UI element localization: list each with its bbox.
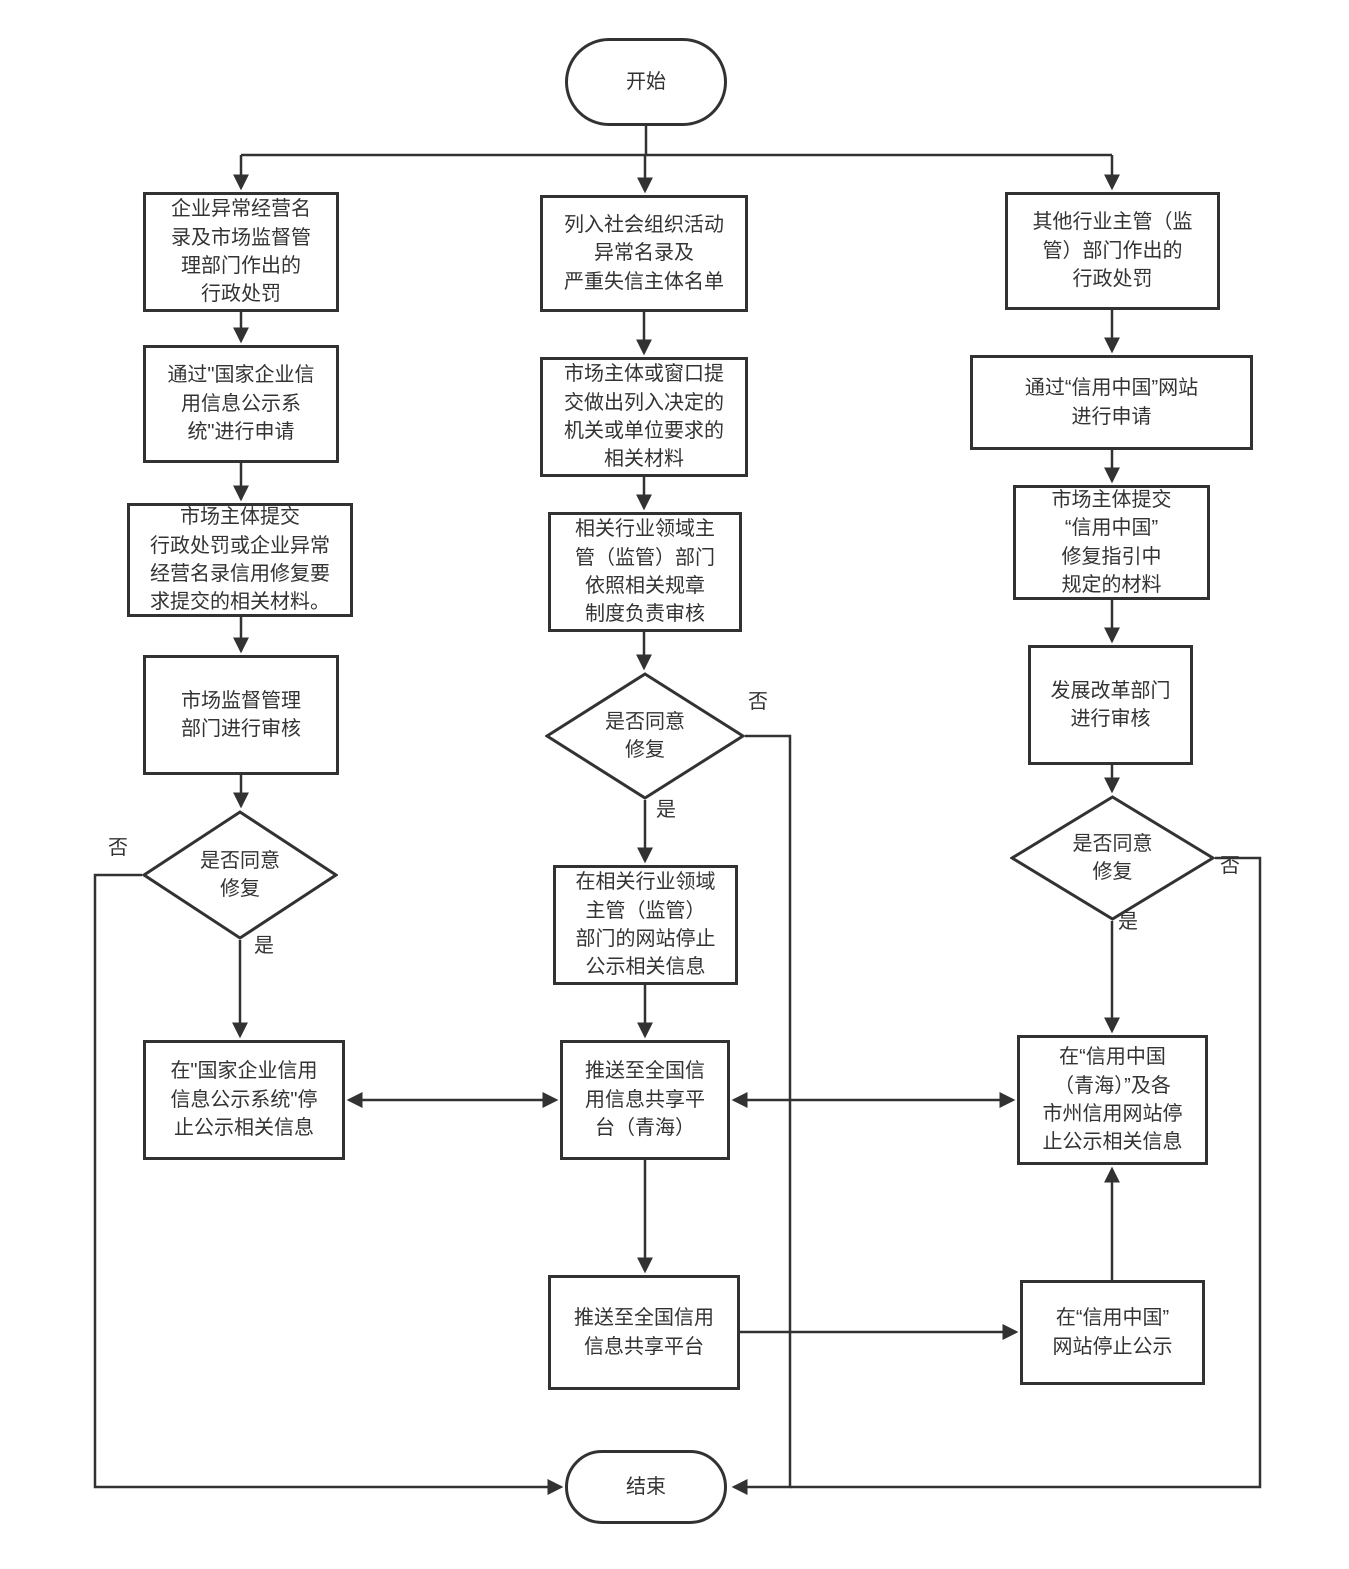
- left-no-label: 否: [108, 837, 128, 859]
- left-review-box: 市场监督管理 部门进行审核: [143, 655, 339, 775]
- national-platform-box: 推送至全国信用 信息共享平台: [548, 1275, 740, 1390]
- right-review-box: 发展改革部门 进行审核: [1028, 645, 1193, 765]
- diamond-shape: [545, 672, 745, 800]
- middle-decision-diamond: 是否同意 修复: [545, 672, 745, 800]
- right-apply-box: 通过“信用中国”网站 进行申请: [970, 355, 1253, 450]
- diamond-shape: [1010, 795, 1215, 921]
- middle-yes-label: 是: [656, 799, 676, 821]
- left-decision-diamond: 是否同意 修复: [142, 810, 338, 940]
- start-terminator: 开始: [565, 38, 727, 126]
- middle-stop-publicity-box: 在相关行业领域 主管（监管） 部门的网站停止 公示相关信息: [553, 865, 738, 985]
- middle-source-box: 列入社会组织活动 异常名录及 严重失信主体名单: [540, 195, 748, 312]
- right-decision-diamond: 是否同意 修复: [1010, 795, 1215, 921]
- middle-no-label: 否: [748, 691, 768, 713]
- left-yes-label: 是: [254, 935, 274, 957]
- right-no-label: 否: [1220, 855, 1240, 877]
- middle-decision-label: 是否同意 修复: [605, 711, 685, 761]
- right-materials-box: 市场主体提交 “信用中国” 修复指引中 规定的材料: [1013, 485, 1210, 600]
- qinghai-platform-box: 推送至全国信 用信息共享平 台（青海）: [560, 1040, 730, 1160]
- left-apply-box: 通过"国家企业信 用信息公示系 统"进行申请: [143, 345, 339, 463]
- left-decision-label: 是否同意 修复: [200, 850, 280, 900]
- left-source-box: 企业异常经营名 录及市场监督管 理部门作出的 行政处罚: [143, 192, 339, 312]
- right-stop-publicity-box: 在“信用中国 （青海）”及各 市州信用网站停 止公示相关信息: [1017, 1035, 1208, 1165]
- diamond-shape: [142, 810, 338, 940]
- credit-china-stop-box: 在“信用中国” 网站停止公示: [1020, 1280, 1205, 1385]
- right-source-box: 其他行业主管（监 管）部门作出的 行政处罚: [1005, 192, 1220, 310]
- middle-materials-box: 市场主体或窗口提 交做出列入决定的 机关或单位要求的 相关材料: [540, 357, 748, 477]
- right-decision-label: 是否同意 修复: [1072, 833, 1153, 883]
- left-materials-box: 市场主体提交 行政处罚或企业异常 经营名录信用修复要 求提交的相关材料。: [127, 503, 353, 617]
- middle-review-box: 相关行业领域主 管（监管）部门 依照相关规章 制度负责审核: [548, 512, 742, 632]
- right-yes-label: 是: [1118, 911, 1138, 933]
- left-stop-publicity-box: 在"国家企业信用 信息公示系统"停 止公示相关信息: [143, 1040, 345, 1160]
- end-terminator: 结束: [565, 1450, 727, 1524]
